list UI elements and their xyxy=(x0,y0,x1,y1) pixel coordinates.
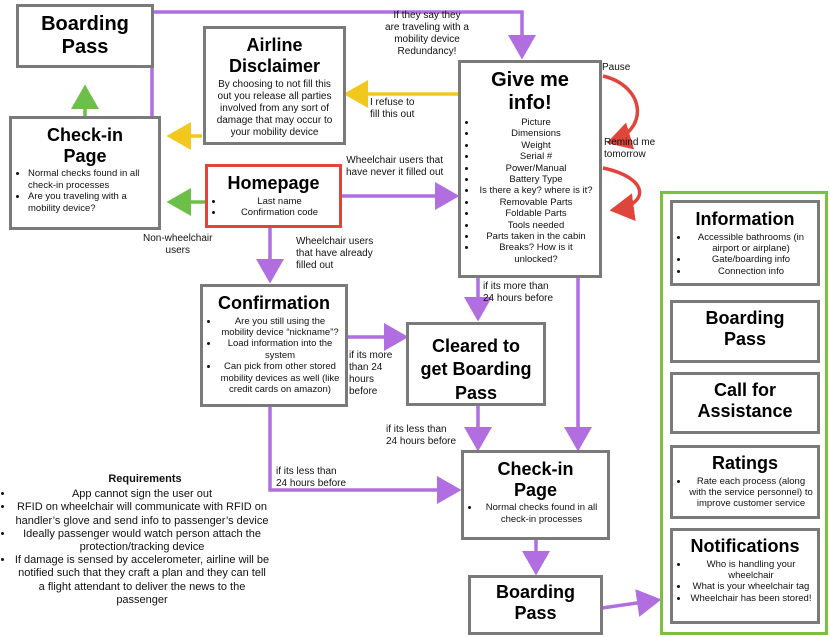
list-item: RFID on wheelchair will communicate with… xyxy=(14,501,270,527)
loop-pause xyxy=(602,74,639,150)
list-item: Load information into the system xyxy=(219,338,341,361)
give-info-title: Give me info! xyxy=(491,69,569,114)
list-item: Who is handling your wheelchair xyxy=(689,559,813,582)
confirmation-box: Confirmation Are you still using the mob… xyxy=(200,284,348,407)
list-item: Ideally passenger would watch person att… xyxy=(14,528,270,554)
requirements-list: App cannot sign the user out RFID on whe… xyxy=(0,488,270,607)
list-item: Connection info xyxy=(689,266,813,277)
give-info-box: Give me info! Picture Dimensions Weight … xyxy=(458,60,602,278)
label-non-wheelchair: Non-wheelchair users xyxy=(143,233,213,256)
list-item: Is there a key? where is it? xyxy=(477,185,595,196)
list-item: Battery Type xyxy=(477,174,595,185)
list-item: Picture xyxy=(477,117,595,128)
list-item: If damage is sensed by accelerometer, ai… xyxy=(14,554,270,607)
label-pause: Pause xyxy=(602,62,631,73)
boarding-pass-bottom-box: Boarding Pass xyxy=(468,575,603,635)
label-redundancy: If they say they are traveling with a mo… xyxy=(385,10,469,57)
list-item: Normal checks found in all check-in proc… xyxy=(480,502,603,525)
list-item: Tools needed xyxy=(477,220,595,231)
list-item: Wheelchair has been stored! xyxy=(689,593,813,604)
list-item: Gate/boarding info xyxy=(689,254,813,265)
checkin-left-list: Normal checks found in all check-in proc… xyxy=(12,168,158,214)
label-never-filled: Wheelchair users that have never it fill… xyxy=(346,155,444,178)
list-item: Power/Manual xyxy=(477,163,595,174)
confirmation-list: Are you still using the mobility device … xyxy=(203,316,345,396)
checkin-bottom-box: Check-in Page Normal checks found in all… xyxy=(461,450,610,540)
notifications-list: Who is handling your wheelchair What is … xyxy=(673,559,817,605)
list-item: Are you still using the mobility device … xyxy=(219,316,341,339)
list-item: Can pick from other stored mobility devi… xyxy=(219,361,341,395)
label-less24-a: if its less than 24 hours before xyxy=(386,424,457,447)
list-item: Parts taken in the cabin xyxy=(477,231,595,242)
loop-remind xyxy=(602,166,642,222)
boarding-pass-top-box: Boarding Pass xyxy=(16,4,154,68)
requirements-section: Requirements App cannot sign the user ou… xyxy=(0,473,270,607)
list-item: Normal checks found in all check-in proc… xyxy=(28,168,154,191)
arrow-confirmation-to-checkin xyxy=(268,407,462,504)
label-more24-a: if its more than 24 hours before xyxy=(483,281,554,304)
label-more24-b: if its more than 24 hours before xyxy=(349,350,393,397)
cleared-box: Cleared to get Boarding Pass xyxy=(406,322,546,406)
information-list: Accessible bathrooms (in airport or airp… xyxy=(673,232,817,278)
ratings-list: Rate each process (along with the servic… xyxy=(673,476,817,510)
list-item: What is your wheelchair tag xyxy=(689,581,813,592)
list-item: Confirmation code xyxy=(224,207,335,218)
cleared-title: Cleared to get Boarding Pass xyxy=(420,336,532,403)
arrow-boarding-to-panel xyxy=(601,589,662,617)
label-refuse: I refuse to fill this out xyxy=(370,97,415,120)
list-item: Rate each process (along with the servic… xyxy=(689,476,813,510)
ratings-title: Ratings xyxy=(711,453,778,473)
airline-disclaimer-text: By choosing to not fill this out you rel… xyxy=(216,79,333,139)
ratings-box: Ratings Rate each process (along with th… xyxy=(670,445,820,519)
boarding-pass-bottom-title: Boarding Pass xyxy=(496,582,575,623)
list-item: Foldable Parts xyxy=(477,208,595,219)
checkin-left-title: Check-in Page xyxy=(46,125,124,166)
boarding-pass-top-title: Boarding Pass xyxy=(41,13,129,58)
list-item: Breaks? How is it unlocked? xyxy=(477,242,595,265)
list-item: Are you traveling with a mobility device… xyxy=(28,191,154,214)
homepage-list: Last name Confirmation code xyxy=(208,196,339,219)
airline-disclaimer-title: Airline Disclaimer xyxy=(228,35,321,76)
label-already-filled: Wheelchair users that have already fille… xyxy=(296,236,374,271)
homepage-box: Homepage Last name Confirmation code xyxy=(205,164,342,228)
list-item: App cannot sign the user out xyxy=(14,488,270,501)
list-item: Last name xyxy=(224,196,335,207)
checkin-left-box: Check-in Page Normal checks found in all… xyxy=(9,116,161,230)
notifications-title: Notifications xyxy=(690,536,800,556)
list-item: Dimensions xyxy=(477,128,595,139)
call-assistance-title: Call for Assistance xyxy=(697,380,793,421)
information-box: Information Accessible bathrooms (in air… xyxy=(670,200,820,286)
list-item: Accessible bathrooms (in airport or airp… xyxy=(689,232,813,255)
information-title: Information xyxy=(695,209,795,229)
requirements-heading: Requirements xyxy=(108,473,182,485)
list-item: Weight xyxy=(477,140,595,151)
confirmation-title: Confirmation xyxy=(218,293,330,313)
call-assistance-box: Call for Assistance xyxy=(670,372,820,434)
airline-disclaimer-box: Airline Disclaimer By choosing to not fi… xyxy=(203,26,346,145)
list-item: Removable Parts xyxy=(477,197,595,208)
list-item: Serial # xyxy=(477,151,595,162)
label-remind: Remind me tomorrow xyxy=(604,137,656,160)
boarding-pass-side-title: Boarding Pass xyxy=(705,308,785,349)
checkin-bottom-list: Normal checks found in all check-in proc… xyxy=(464,502,607,525)
boarding-pass-side-box: Boarding Pass xyxy=(670,300,820,363)
checkin-bottom-title: Check-in Page xyxy=(497,459,574,500)
homepage-title: Homepage xyxy=(227,173,320,193)
label-less24-b: if its less than 24 hours before xyxy=(276,466,347,489)
notifications-box: Notifications Who is handling your wheel… xyxy=(670,528,820,624)
give-info-list: Picture Dimensions Weight Serial # Power… xyxy=(461,117,599,265)
